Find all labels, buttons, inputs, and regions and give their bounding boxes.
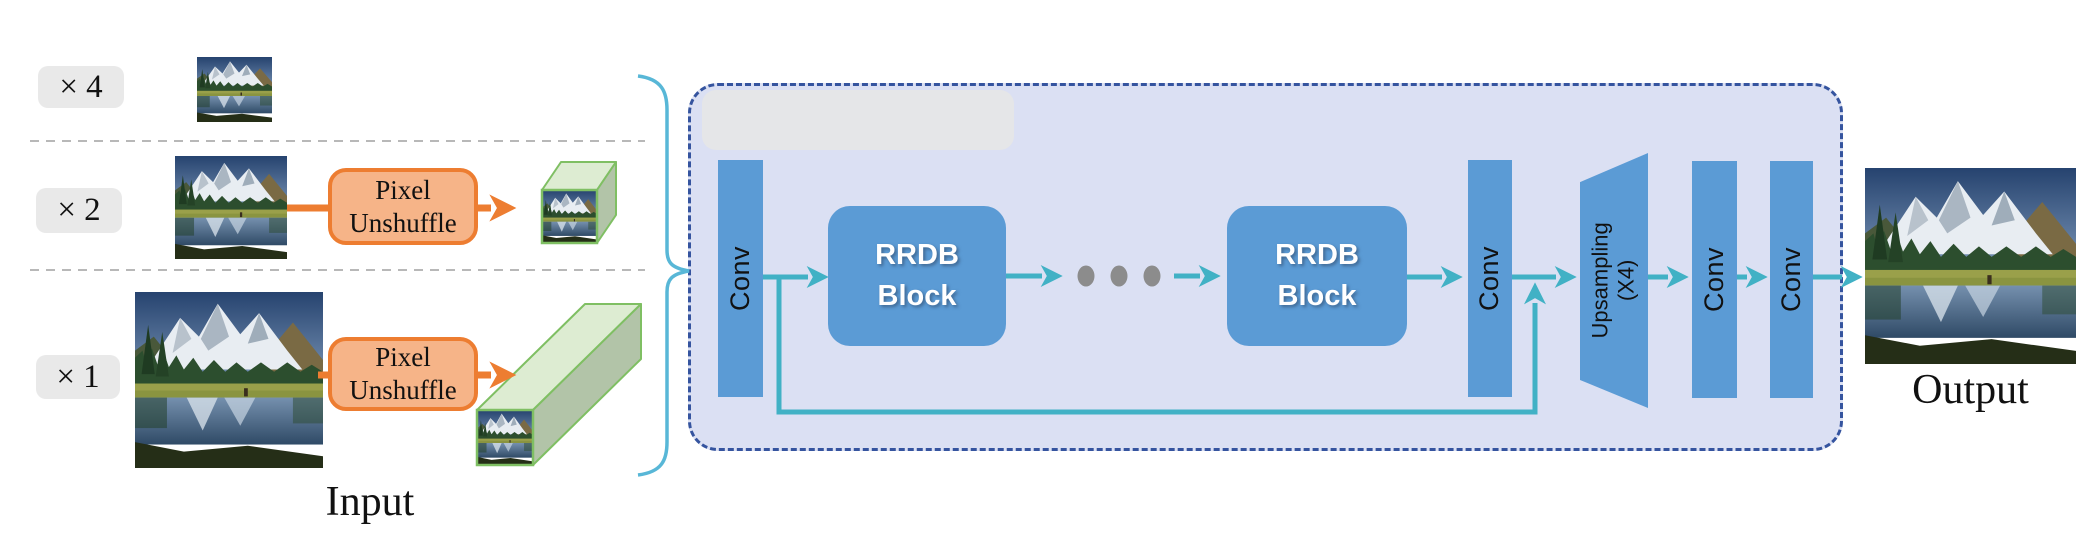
conv-block-trunk: Conv [1468, 160, 1512, 397]
pixel-unshuffle-label-line1: Pixel [375, 174, 431, 205]
rrdb-label-line2: Block [1277, 280, 1357, 312]
scale-badge-x4: × 4 [38, 66, 124, 108]
rrdb-label-line1: RRDB [875, 239, 959, 272]
upsampling-block: Upsampling (X4) [1580, 153, 1648, 408]
pixel-unshuffle-label-line2: Unshuffle [349, 207, 457, 238]
rrdb-label-line2: Block [877, 280, 957, 312]
rrdb-label-line1: RRDB [1275, 239, 1359, 272]
scale-badge-x1: × 1 [36, 355, 120, 399]
pixel-unshuffle-label-line1: Pixel [375, 342, 431, 373]
conv-label: Conv [1474, 245, 1505, 312]
conv-block-hr: Conv [1692, 161, 1737, 398]
conv-label: Conv [1699, 246, 1729, 313]
pixel-unshuffle-box-x1: Pixel Unshuffle [328, 337, 478, 411]
pixel-unshuffle-box-x2: Pixel Unshuffle [328, 168, 478, 245]
output-caption: Output [1912, 367, 2029, 413]
rrdb-block-first: RRDB Block [828, 206, 1006, 346]
upsampling-label-line2: (X4) [1614, 259, 1640, 302]
conv-block-input: Conv [718, 160, 763, 397]
rrdb-block-last: RRDB Block [1227, 206, 1407, 346]
upsampling-label-line1: Upsampling [1587, 222, 1613, 339]
panel-highlight [702, 90, 1014, 150]
input-image-x2 [175, 156, 287, 259]
cuboid-front-outline [475, 408, 535, 467]
feature-cube-x2 [540, 161, 617, 245]
input-image-x1 [135, 292, 323, 468]
feature-cuboid-x1 [475, 303, 642, 467]
cube-front-outline [540, 188, 599, 245]
input-caption: Input [325, 479, 415, 525]
scale-badge-x2: × 2 [36, 188, 122, 233]
conv-block-output: Conv [1770, 161, 1813, 398]
input-gather-brace [637, 74, 690, 477]
conv-label: Conv [725, 245, 755, 312]
output-image [1865, 168, 2076, 364]
pixel-unshuffle-label-line2: Unshuffle [349, 375, 457, 405]
input-image-x4 [197, 57, 272, 122]
conv-label: Conv [1776, 246, 1806, 313]
